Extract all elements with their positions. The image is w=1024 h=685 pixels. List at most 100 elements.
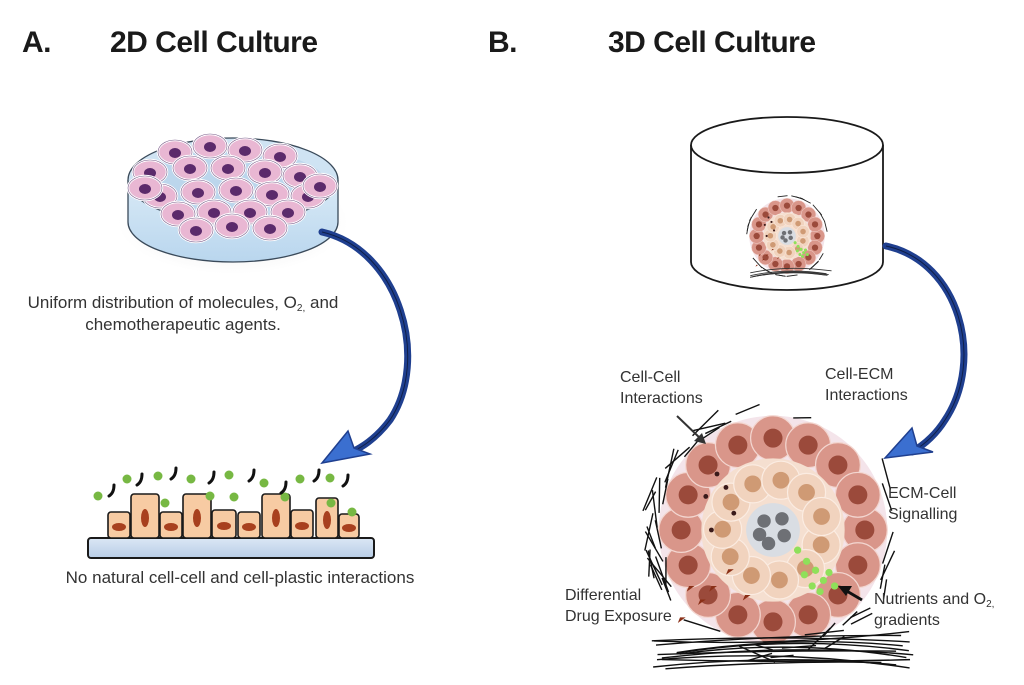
drug-molecule bbox=[207, 470, 216, 485]
dish-cell-nucleus bbox=[314, 182, 326, 192]
spheroid-mid-nucleus bbox=[772, 471, 790, 489]
ecm-fiber bbox=[881, 531, 894, 564]
spheroid-mid-nucleus bbox=[767, 232, 774, 239]
cell-junction-dot bbox=[703, 493, 709, 499]
monolayer-cell-nucleus bbox=[141, 509, 149, 527]
dish-cell-nucleus bbox=[208, 208, 220, 218]
ecm-fiber bbox=[642, 477, 658, 512]
ecm-fiber bbox=[664, 449, 679, 483]
necrotic-nucleus bbox=[780, 235, 785, 240]
dish-cell-nucleus bbox=[264, 224, 276, 234]
drug-wedge bbox=[725, 569, 734, 575]
necrotic-nucleus bbox=[761, 536, 776, 551]
ecm-fiber bbox=[683, 440, 699, 458]
label-line: ECM-Cell bbox=[888, 485, 957, 502]
nutrient-dot bbox=[796, 244, 800, 248]
ecm-fiber bbox=[679, 646, 907, 659]
spheroid-outer-nucleus bbox=[678, 485, 698, 505]
drug-molecule bbox=[312, 468, 321, 483]
label-line: Differential bbox=[565, 587, 642, 604]
monolayer-cell-nucleus bbox=[217, 522, 231, 530]
monolayer-cell-nucleus bbox=[112, 523, 126, 531]
ecm-fiber bbox=[651, 490, 658, 528]
drug-wedge bbox=[742, 594, 751, 601]
nutrient-dot bbox=[793, 241, 797, 245]
ecm-fiber bbox=[692, 409, 719, 437]
dish-cell-outline bbox=[192, 133, 228, 159]
label-line: Interactions bbox=[825, 387, 908, 404]
dish-cell-nucleus bbox=[266, 190, 278, 200]
spheroid-outer-nucleus bbox=[798, 605, 818, 625]
label-line: Interactions bbox=[620, 390, 703, 407]
ecm-fiber-mini bbox=[818, 253, 824, 261]
nutrient-dot bbox=[803, 248, 808, 252]
necrotic-nucleus bbox=[752, 527, 767, 542]
dish-cell-outline bbox=[252, 215, 288, 241]
caption-text: and bbox=[305, 293, 339, 312]
nutrient-dot bbox=[805, 252, 809, 257]
ecm-fiber bbox=[653, 659, 897, 668]
cell-junction-dot bbox=[731, 510, 737, 516]
dish-cell-outline bbox=[172, 155, 208, 181]
cell-junction-dot bbox=[767, 216, 770, 219]
panel-b-title: 3D Cell Culture bbox=[608, 26, 816, 59]
caption-text: Uniform distribution of molecules, O bbox=[27, 293, 297, 312]
dish-cell-nucleus bbox=[282, 208, 294, 218]
spheroid-mid-nucleus bbox=[744, 475, 762, 493]
molecule-dot bbox=[93, 491, 103, 501]
dish-cell-outline bbox=[227, 137, 263, 163]
molecule-dot bbox=[186, 474, 196, 484]
spheroid-outer-nucleus bbox=[848, 485, 868, 505]
ecm-fiber bbox=[657, 650, 897, 656]
nutrient-dot bbox=[795, 249, 799, 253]
necrotic-nucleus bbox=[783, 238, 788, 243]
spheroid-outer-nucleus bbox=[795, 260, 802, 268]
label-cell-ecm: Cell-ECM Interactions bbox=[825, 364, 908, 406]
spheroid-mid-nucleus bbox=[721, 548, 739, 566]
spheroid-mid-nucleus bbox=[777, 217, 784, 224]
molecule-dot bbox=[325, 473, 335, 483]
monolayer-cell-nucleus bbox=[164, 523, 178, 531]
ecm-fiber bbox=[661, 658, 911, 663]
drug-wedge bbox=[755, 264, 759, 267]
dish-cell-nucleus bbox=[139, 184, 151, 194]
ecm-fiber bbox=[644, 491, 657, 511]
spheroid-outer-nucleus bbox=[811, 221, 819, 228]
monolayer-cells bbox=[107, 493, 360, 539]
spheroid-outer-nucleus bbox=[728, 605, 748, 625]
panel-a-title: 2D Cell Culture bbox=[110, 26, 318, 59]
monolayer-2d bbox=[87, 537, 375, 559]
nutrient-dot bbox=[825, 568, 833, 577]
spheroid-outer-nucleus bbox=[798, 435, 818, 455]
label-line: Nutrients and O bbox=[874, 591, 987, 608]
ecm-fiber-mini bbox=[752, 257, 763, 269]
panel-a-letter: A. bbox=[22, 26, 52, 59]
ecm-fibers bbox=[642, 195, 914, 670]
panel-b-letter: B. bbox=[488, 26, 518, 59]
cell-junction-dot bbox=[770, 220, 773, 224]
dish-cell-nucleus bbox=[184, 164, 196, 174]
ecm-fiber bbox=[879, 564, 886, 589]
ecm-fiber-mini bbox=[799, 197, 811, 204]
necrotic-nucleus bbox=[787, 230, 793, 235]
ecm-fiber bbox=[704, 420, 732, 435]
spheroid-core bbox=[778, 227, 796, 245]
ecm-fiber bbox=[746, 652, 773, 662]
ecm-fiber bbox=[882, 579, 888, 599]
spheroid-core bbox=[746, 503, 800, 557]
dish-cell-nucleus bbox=[274, 152, 286, 162]
drug-wedge bbox=[762, 258, 765, 261]
drug-molecule bbox=[279, 480, 288, 495]
nutrient-dot bbox=[802, 557, 811, 565]
nutrient-dot bbox=[808, 582, 816, 590]
ecm-fiber bbox=[664, 448, 675, 488]
spheroid-mid-nucleus bbox=[743, 567, 760, 584]
necrotic-nucleus bbox=[777, 528, 791, 543]
cell-junction-dot bbox=[714, 471, 720, 477]
nutrient-dot bbox=[811, 566, 820, 574]
ecm-fiber bbox=[664, 446, 691, 469]
dish-cell-nucleus bbox=[244, 208, 256, 218]
molecule-dot bbox=[295, 474, 305, 484]
ecm-fiber bbox=[658, 477, 661, 513]
dish-cell-outline bbox=[160, 201, 196, 227]
